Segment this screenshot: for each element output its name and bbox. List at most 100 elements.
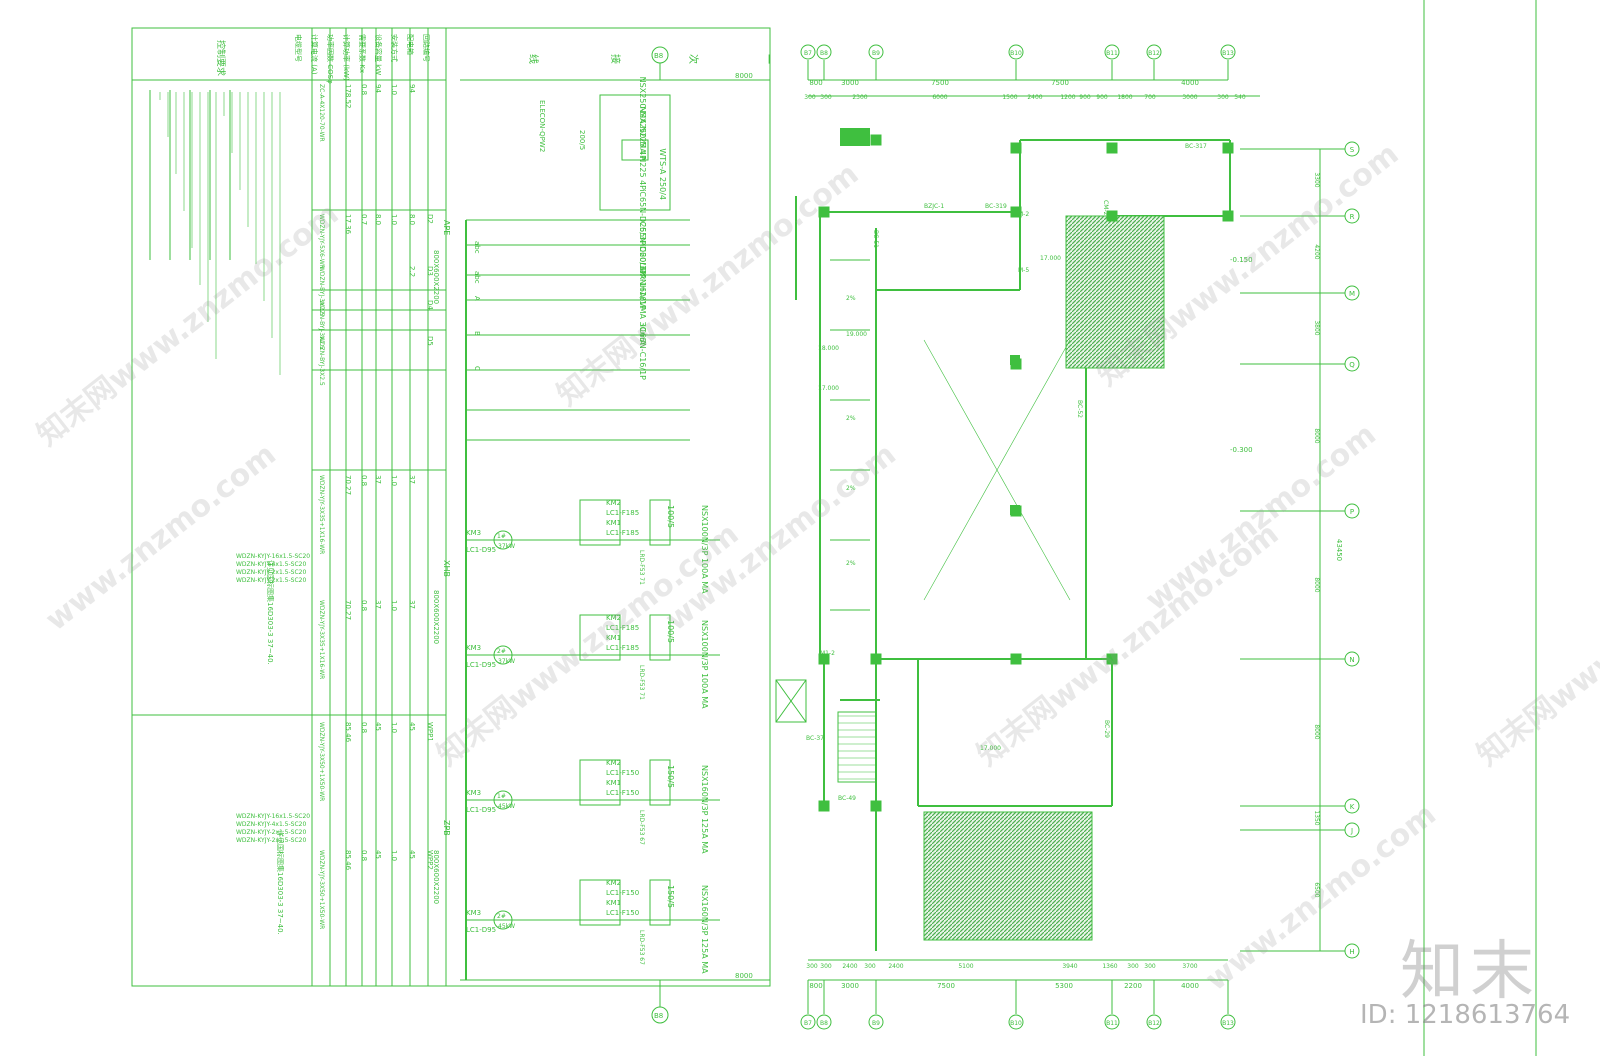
relay-label: LRD-F53 67 bbox=[638, 930, 645, 965]
calc-current: 70.27 bbox=[344, 600, 352, 620]
row-header: 计算功率 (kW) bbox=[342, 34, 351, 81]
cable-type: ZC-A-4X120-70-WR bbox=[318, 84, 325, 142]
device bbox=[1010, 505, 1020, 515]
contactor-model: LC1-F185 bbox=[606, 509, 639, 517]
ct-ratio: 100/5 bbox=[666, 620, 675, 643]
room-tag: M1-2 bbox=[820, 650, 835, 657]
contactor-label: KM1 bbox=[606, 634, 621, 642]
meter-label: ELECON-QPW2 bbox=[538, 100, 546, 152]
elevator-x bbox=[775, 679, 807, 723]
grid-bubble bbox=[1344, 798, 1360, 814]
cabinet-name: XHB bbox=[442, 560, 451, 577]
grid-bubble-label: B12 bbox=[1148, 50, 1160, 57]
grid-bubble bbox=[800, 44, 816, 60]
meter-box bbox=[621, 139, 649, 161]
column bbox=[1010, 653, 1022, 665]
contactor-label: KM1 bbox=[606, 899, 621, 907]
power-factor: 0.7 bbox=[360, 214, 368, 225]
breaker-label: iC65N-C16/1P bbox=[638, 325, 647, 380]
room-tag: BZJC-1 bbox=[924, 203, 944, 210]
motor-no: 1# bbox=[497, 793, 506, 800]
calc-current: 85.46 bbox=[344, 722, 352, 743]
cable-type: WDZN-BYJ-3X2.5 bbox=[318, 336, 325, 386]
grid-bubble-label: B11 bbox=[1106, 50, 1118, 57]
dimension: 300 bbox=[1127, 963, 1139, 970]
control-cable: WDZN-KYJY-16x1.5-SC20 bbox=[236, 813, 310, 820]
dimension: 6000 bbox=[932, 94, 947, 101]
row-header: 电缆型号 bbox=[294, 34, 303, 62]
section-title: 控制要求 bbox=[215, 40, 227, 76]
power-factor: 0.8 bbox=[360, 475, 368, 486]
contactor-model: LC1-D95 bbox=[466, 661, 496, 669]
grid-bubble-label: M bbox=[1349, 290, 1355, 298]
ct-ratio: 200/5 bbox=[578, 130, 586, 150]
motor-no: 2# bbox=[497, 913, 506, 920]
circuit-code: D3 bbox=[426, 266, 434, 276]
row-header: 安装方式 bbox=[390, 34, 399, 62]
dimension: 3800 bbox=[1313, 320, 1320, 335]
grid-bubble bbox=[1220, 44, 1236, 60]
cable-run bbox=[923, 339, 1071, 601]
dimension: 3700 bbox=[1182, 963, 1197, 970]
contactor-model: LC1-F150 bbox=[606, 769, 639, 777]
column bbox=[1010, 142, 1022, 154]
dimension: 1200 bbox=[1060, 94, 1075, 101]
contactor-label: KM1 bbox=[606, 519, 621, 527]
dimension: 3000 bbox=[1182, 94, 1197, 101]
dimension: 8000 bbox=[1313, 577, 1320, 592]
control-cable: WDZN-KYJY-4x1.5-SC20 bbox=[236, 561, 306, 568]
dimension: 7500 bbox=[931, 79, 949, 87]
demand-factor: 1.0 bbox=[390, 850, 398, 861]
motor-kw: 37kW bbox=[498, 658, 515, 665]
power-factor: 0.8 bbox=[360, 600, 368, 611]
breaker-label: iC65N-D20/3P bbox=[638, 219, 647, 275]
dimension: 4200 bbox=[1313, 244, 1320, 259]
dimension: 8000 bbox=[735, 972, 753, 980]
dimension: 1800 bbox=[1117, 94, 1132, 101]
grid-bubble-label: B7 bbox=[804, 50, 812, 57]
calc-current: 70.27 bbox=[344, 475, 352, 495]
dimension: 8000 bbox=[1313, 428, 1320, 443]
room-tag: BC-29 bbox=[1103, 720, 1110, 738]
contactor-model: LC1-F185 bbox=[606, 624, 639, 632]
grid-bubble-label: B8 bbox=[820, 50, 828, 57]
dimension: 5300 bbox=[1055, 982, 1073, 990]
diagram-heading: 线 bbox=[527, 54, 540, 64]
grid-bubble bbox=[1344, 208, 1360, 224]
motor-no: 1# bbox=[497, 533, 506, 540]
contactor-model: LC1-F150 bbox=[606, 789, 639, 797]
relay-label: LRD-F53 67 bbox=[638, 810, 645, 845]
calc-power: 37 bbox=[374, 600, 382, 609]
demand-factor: 1.0 bbox=[390, 475, 398, 486]
motor-icon bbox=[493, 790, 513, 810]
ct-ratio: 150/5 bbox=[666, 885, 675, 908]
grid-bubble-label: B12 bbox=[1148, 1020, 1160, 1027]
grid-bubble bbox=[1344, 822, 1360, 838]
elevation-mark: 17.000 bbox=[1040, 255, 1061, 262]
cabinet-size: 800X600X2200 bbox=[432, 250, 440, 304]
main-breaker-box bbox=[599, 94, 671, 211]
dimension: 300 bbox=[820, 94, 832, 101]
phase-label: abc bbox=[473, 271, 481, 284]
cabinet-size: 800X600X2200 bbox=[432, 590, 440, 644]
grid-bubble bbox=[1344, 503, 1360, 519]
dimension: 2400 bbox=[842, 963, 857, 970]
ref-note: 详见国标图集16D303-3 37~40. bbox=[276, 830, 285, 935]
equipment-block bbox=[840, 128, 870, 146]
grid-bubble-label: B8 bbox=[654, 52, 663, 60]
stair bbox=[837, 711, 877, 783]
relay-box bbox=[649, 879, 671, 926]
grid-bubble bbox=[868, 44, 884, 60]
control-cable: WDZN-KYJY-4x1.5-SC20 bbox=[236, 821, 306, 828]
column bbox=[1106, 142, 1118, 154]
relay-box bbox=[649, 499, 671, 546]
cable-type: WDZN-BYJ-3X2.5 bbox=[318, 266, 325, 316]
relay-label: LRD-F53 71 bbox=[638, 550, 645, 585]
dimension: 3940 bbox=[1062, 963, 1077, 970]
installed-power: 37 bbox=[408, 600, 416, 609]
installed-power: 37 bbox=[408, 475, 416, 484]
grid-bubble bbox=[1146, 44, 1162, 60]
cable-type: WDZN-YJY-3X35+1X16-WR bbox=[318, 600, 325, 679]
motor-icon bbox=[493, 530, 513, 550]
grid-bubble-label: Q bbox=[1349, 361, 1355, 369]
